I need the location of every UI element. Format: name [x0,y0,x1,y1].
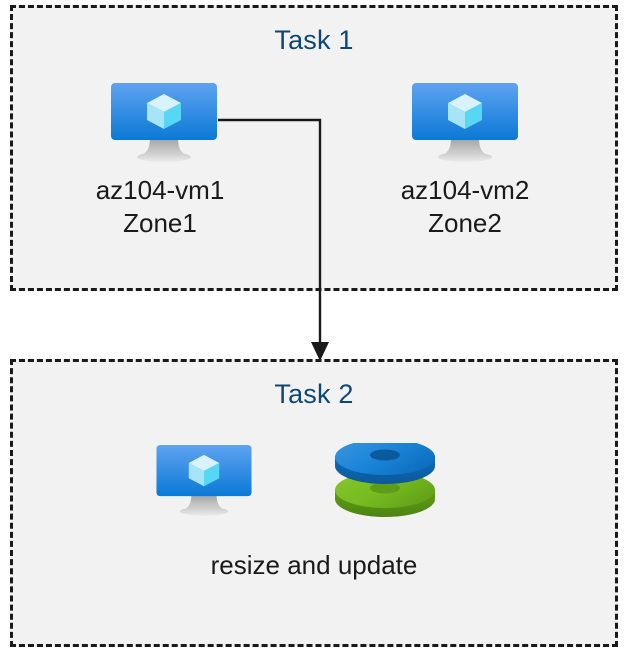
resize-and-update-label: resize and update [210,550,418,580]
task-2-title: Task 2 [274,379,354,409]
task-1-title: Task 1 [274,25,354,55]
vm-2-label: az104-vm2 Zone2 [400,175,530,239]
virtual-machine-icon [111,83,217,162]
virtual-machine-icon [156,445,252,516]
virtual-machine-icon [412,83,518,162]
disks-icon [335,443,435,517]
task-2-box [10,359,618,647]
vm-1-label: az104-vm1 Zone1 [95,175,225,239]
